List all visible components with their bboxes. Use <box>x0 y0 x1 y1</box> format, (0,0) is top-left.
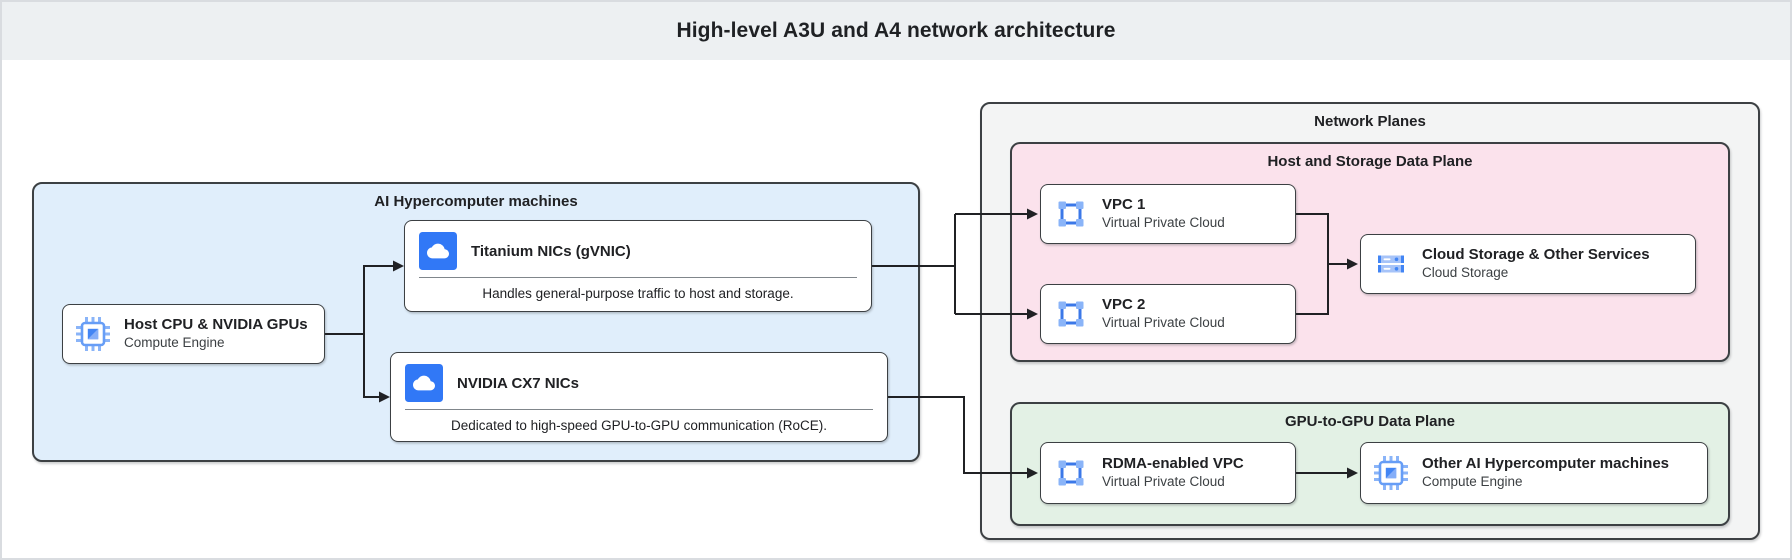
node-title: Host CPU & NVIDIA GPUs <box>124 316 308 334</box>
network-planes-label: Network Planes <box>1314 113 1426 130</box>
node-title: RDMA-enabled VPC <box>1102 455 1244 473</box>
host-cpu-node: Host CPU & NVIDIA GPUs Compute Engine <box>62 304 325 364</box>
other-ai-machines-node: Other AI Hypercomputer machines Compute … <box>1360 442 1708 504</box>
cloud-icon <box>405 364 443 402</box>
chip-icon <box>76 317 110 351</box>
vpc-icon <box>1058 201 1084 227</box>
cloud-icon <box>419 232 457 270</box>
node-subtitle: Cloud Storage <box>1422 264 1509 280</box>
page-title: High-level A3U and A4 network architectu… <box>676 19 1116 42</box>
vpc-icon <box>1058 460 1084 486</box>
node-subtitle: Compute Engine <box>124 334 225 350</box>
node-title: VPC 1 <box>1102 196 1146 214</box>
chip-icon <box>1374 456 1408 490</box>
node-description: Handles general-purpose traffic to host … <box>482 286 794 301</box>
node-title: Cloud Storage & Other Services <box>1422 246 1650 264</box>
rdma-vpc-node: RDMA-enabled VPC Virtual Private Cloud <box>1040 442 1296 504</box>
vpc1-node: VPC 1 Virtual Private Cloud <box>1040 184 1296 244</box>
node-title: VPC 2 <box>1102 296 1146 314</box>
title-bar: High-level A3U and A4 network architectu… <box>2 2 1790 60</box>
gpu-plane-label: GPU-to-GPU Data Plane <box>1284 413 1456 430</box>
node-title: Other AI Hypercomputer machines <box>1422 455 1670 473</box>
titanium-nics-node: Titanium NICs (gVNIC) Handles general-pu… <box>404 220 872 312</box>
nvidia-cx7-nics-node: NVIDIA CX7 NICs Dedicated to high-speed … <box>390 352 888 442</box>
ai-hypercomputer-label: AI Hypercomputer machines <box>374 193 578 210</box>
node-subtitle: Virtual Private Cloud <box>1102 473 1225 489</box>
divider <box>419 277 857 278</box>
divider <box>405 409 873 410</box>
vpc-icon <box>1058 301 1084 327</box>
storage-icon <box>1378 255 1404 273</box>
cloud-storage-node: Cloud Storage & Other Services Cloud Sto… <box>1360 234 1696 294</box>
node-subtitle: Compute Engine <box>1422 473 1523 489</box>
vpc2-node: VPC 2 Virtual Private Cloud <box>1040 284 1296 344</box>
node-subtitle: Virtual Private Cloud <box>1102 314 1225 330</box>
node-subtitle: Virtual Private Cloud <box>1102 214 1225 230</box>
node-title: NVIDIA CX7 NICs <box>457 374 579 392</box>
node-title: Titanium NICs (gVNIC) <box>471 242 631 260</box>
host-storage-plane-label: Host and Storage Data Plane <box>1267 153 1473 170</box>
node-description: Dedicated to high-speed GPU-to-GPU commu… <box>451 418 827 433</box>
